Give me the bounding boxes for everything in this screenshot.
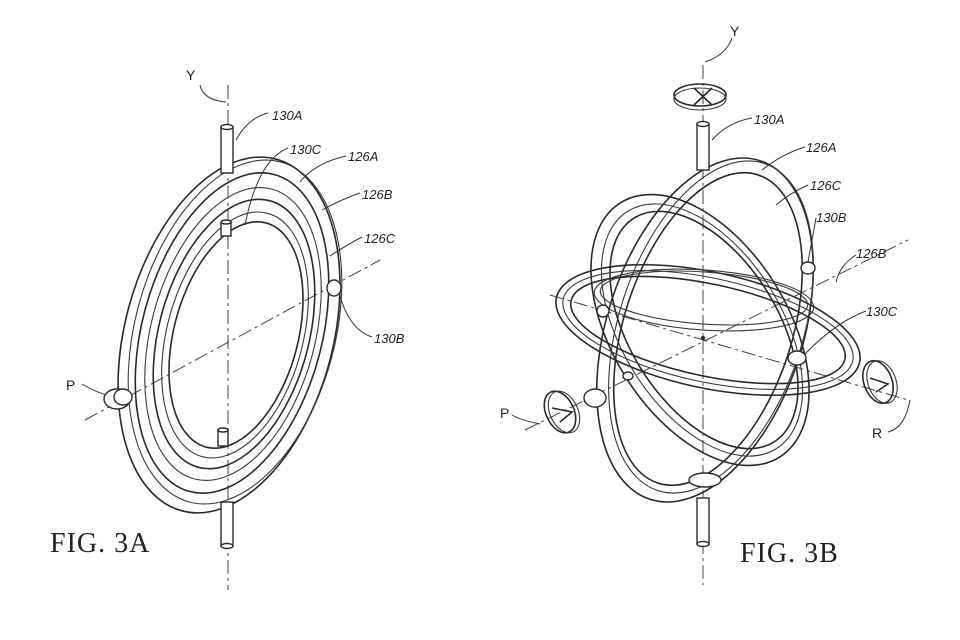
pin-130a-bottom-3b <box>696 497 710 548</box>
leader-126b <box>321 192 361 211</box>
center-point-3b <box>701 336 705 340</box>
ref-130a-3b: 130A <box>754 112 784 127</box>
pin-p-axis-3b <box>583 388 607 408</box>
y-axis-label: Y <box>186 67 196 83</box>
pin-130a-bottom <box>220 501 234 550</box>
ref-130b: 130B <box>374 331 405 346</box>
rotation-arrow-r-icon <box>862 359 898 405</box>
pin-130b-3b <box>800 261 816 275</box>
ref-126c-3b: 126C <box>810 178 842 193</box>
pin-bottom-oval-3b <box>688 472 722 488</box>
pin-130a-top-3b <box>696 120 710 171</box>
leader-126c-3b <box>775 184 809 206</box>
pin-inner-3b <box>622 371 634 381</box>
ring-126b <box>144 187 322 481</box>
figure-3b-title: FIG. 3B <box>740 538 839 569</box>
roll-axis-line-3b <box>549 294 909 401</box>
y-axis-leader-3b <box>704 37 733 63</box>
pin-left-3b <box>596 304 610 318</box>
leader-130b <box>339 295 373 338</box>
ref-126a-3b: 126A <box>806 140 836 155</box>
ring-126c <box>161 211 309 459</box>
ref-126a: 126A <box>348 149 378 164</box>
p-axis-leader-3b <box>511 414 541 425</box>
figure-3a: Y P <box>50 67 405 590</box>
pin-130c-top <box>220 219 232 237</box>
r-axis-label-3b: R <box>872 425 882 441</box>
rotation-arrow-p-icon <box>543 390 581 434</box>
ref-126b-3b: 126B <box>856 246 887 261</box>
pin-p-axis <box>103 388 133 410</box>
pitch-axis-line-3b <box>524 239 909 431</box>
pin-130c-3b <box>787 350 807 366</box>
inner-band-3b <box>593 268 815 332</box>
ref-130b-3b: 130B <box>816 210 847 225</box>
figure-3a-title: FIG. 3A <box>50 528 150 559</box>
y-axis-leader <box>199 84 227 103</box>
leader-126c <box>329 236 363 257</box>
leader-126a-3b <box>761 146 806 171</box>
pin-130c-bottom <box>217 427 229 447</box>
leader-130a <box>235 112 269 141</box>
y-axis-label-3b: Y <box>730 23 740 39</box>
ref-130a: 130A <box>272 108 302 123</box>
leader-126b-3b <box>835 254 857 283</box>
pin-130b <box>326 279 342 297</box>
ref-130c-3b: 130C <box>866 304 898 319</box>
p-axis-label: P <box>66 377 75 393</box>
pin-130a-top <box>220 123 234 174</box>
leader-126a <box>299 155 347 183</box>
leader-130a-3b <box>711 117 753 141</box>
figure-3b: Y P R <box>500 23 911 585</box>
ref-126c: 126C <box>364 231 396 246</box>
rotation-arrow-y-icon <box>673 83 727 111</box>
ref-126b: 126B <box>362 187 393 202</box>
leader-130c <box>244 147 289 226</box>
leader-130b-3b <box>807 217 817 263</box>
ring-126a <box>117 156 343 514</box>
r-axis-leader-3b <box>887 399 911 433</box>
ref-130c: 130C <box>290 142 322 157</box>
leader-130c-3b <box>804 310 867 355</box>
p-axis-label-3b: P <box>500 405 509 421</box>
